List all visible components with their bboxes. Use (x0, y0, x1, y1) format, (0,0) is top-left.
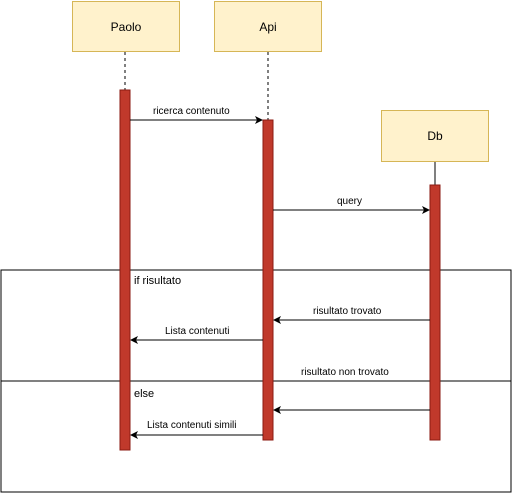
label-simili: Lista contenuti simili (146, 420, 238, 432)
participant-db[interactable]: Db (381, 110, 489, 162)
label-non-trovato: risultato non trovato (300, 367, 390, 379)
activation-paolo (119, 89, 131, 451)
label-trovato: risultato trovato (312, 306, 383, 318)
activation-api (262, 119, 274, 441)
participant-api[interactable]: Api (214, 1, 322, 52)
frame-else-label: else (134, 388, 155, 400)
activation-db (429, 184, 441, 441)
participant-paolo[interactable]: Paolo (72, 1, 180, 52)
frame-if-label: if risultato (134, 275, 182, 287)
label-lista: Lista contenuti (164, 326, 231, 338)
label-ricerca: ricerca contenuto (152, 106, 231, 118)
label-query: query (336, 196, 364, 208)
